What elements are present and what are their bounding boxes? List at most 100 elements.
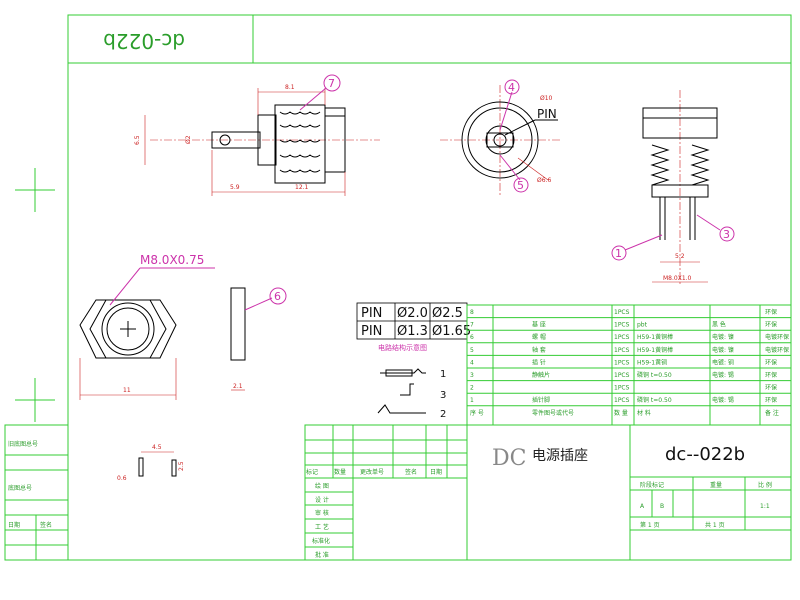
dim-6-5: 6.5 bbox=[134, 135, 141, 145]
role-drawing: 绘 图 bbox=[315, 482, 329, 490]
bom-cell-no: 5 bbox=[470, 347, 474, 354]
callout-6-number: 6 bbox=[274, 290, 281, 303]
bom-cell-finish: 电镀: 铜 bbox=[712, 358, 734, 366]
bom-cell-name: 插针脚 bbox=[532, 396, 550, 404]
pin-row1-col2: Ø2.0 bbox=[397, 306, 428, 321]
callout-5 bbox=[513, 177, 529, 193]
bom-cell-mat: H59-1黄铜棒 bbox=[637, 333, 673, 341]
bom-cell-finish: 电镀: 镍 bbox=[712, 333, 734, 341]
title-block: 标记 数量 更改单号 签名 日期 绘 图 设 计 审 核 工 艺 标准化 批 准… bbox=[304, 424, 792, 561]
callout-6 bbox=[269, 287, 287, 305]
bom-cell-note: 环保 bbox=[765, 371, 777, 379]
callout-4 bbox=[504, 79, 520, 95]
terminal-3: 3 bbox=[440, 390, 446, 401]
bom-cell-note: 环保 bbox=[765, 358, 777, 366]
bom-cell-qty: 1PCS bbox=[614, 397, 630, 404]
bom-cell-name: 轴 套 bbox=[532, 346, 546, 354]
rev-qty-label: 数量 bbox=[334, 468, 346, 476]
bom-cell-note: 环保 bbox=[765, 321, 777, 329]
dim-5-2: 5.2 bbox=[675, 253, 685, 260]
bom-cell-note: 环保 bbox=[765, 396, 777, 404]
circuit-schematic: 1 3 2 bbox=[377, 368, 446, 420]
bom-cell-finish: 电镀: 锡 bbox=[712, 396, 734, 404]
pin-label: PIN bbox=[537, 107, 557, 121]
rev-date-label: 日期 bbox=[430, 468, 442, 476]
callout-1-number: 1 bbox=[615, 247, 622, 260]
dim-2-1: 2.1 bbox=[233, 383, 243, 390]
rev-change-label: 更改单号 bbox=[360, 468, 384, 476]
bom-cell-name: 插 针 bbox=[532, 358, 546, 366]
dia-10-label: Ø10 bbox=[540, 95, 553, 102]
thread-label: M8.0X0.75 bbox=[140, 253, 204, 267]
dia-6-6-label: Ø6.6 bbox=[537, 177, 551, 184]
dim-2-5: 2.5 bbox=[178, 461, 185, 471]
bom-header-name: 零件图号或代号 bbox=[532, 409, 574, 417]
pin-row2-col1: PIN bbox=[361, 324, 382, 339]
bom-cell-finish: 电镀: 锡 bbox=[712, 371, 734, 379]
bom-cell-note: 电镀环保 bbox=[765, 346, 789, 354]
bom-cell-mat: 磷铜 t=0.50 bbox=[637, 396, 672, 404]
bom-cell-no: 8 bbox=[470, 309, 474, 316]
scale-value: 1:1 bbox=[760, 503, 770, 510]
washer-view: 2.1 bbox=[230, 287, 246, 391]
bom-cell-note: 环保 bbox=[765, 308, 777, 316]
callout-4-number: 4 bbox=[508, 81, 515, 94]
side-view: 8.1 6.5 Ø2 5.9 12.1 bbox=[134, 84, 380, 196]
bom-cell-no: 3 bbox=[470, 372, 474, 379]
pin-row2-col2: Ø1.3 bbox=[397, 324, 428, 339]
pin-row2-col3: Ø1.65 bbox=[432, 324, 471, 339]
callout-1 bbox=[611, 245, 627, 261]
sheet-total: 共 1 页 bbox=[705, 521, 725, 529]
bom-cell-mat: H59-1黄铜棒 bbox=[637, 346, 673, 354]
bom-cell-qty: 1PCS bbox=[614, 347, 630, 354]
role-process: 工 艺 bbox=[315, 523, 329, 531]
role-standard: 标准化 bbox=[312, 537, 330, 545]
bom-cell-mat: pbt bbox=[637, 322, 648, 329]
bom-cell-name: 基 座 bbox=[532, 321, 546, 329]
pin-detail: 4.5 2.5 0.6 bbox=[117, 444, 185, 482]
stage-b: B bbox=[660, 503, 664, 510]
bom-cell-finish: 黑 色 bbox=[712, 321, 726, 329]
rev-mark-label: 标记 bbox=[306, 468, 318, 476]
model-number: dc--022b bbox=[665, 444, 745, 465]
role-approve: 批 准 bbox=[315, 551, 329, 559]
old-drawing-no-label: 旧底图总号 bbox=[8, 440, 38, 448]
bom-cell-qty: 1PCS bbox=[614, 309, 630, 316]
bom-cell-no: 7 bbox=[470, 322, 474, 329]
pin-row1-col1: PIN bbox=[361, 306, 382, 321]
bom-cell-name: 螺 帽 bbox=[532, 333, 546, 341]
bom-cell-no: 1 bbox=[470, 397, 474, 404]
stage-mark-label: 阶段标记 bbox=[640, 481, 664, 489]
bom-header-note: 备 注 bbox=[765, 409, 779, 417]
bom-cell-note: 电镀环保 bbox=[765, 333, 789, 341]
bom-cell-no: 6 bbox=[470, 334, 474, 341]
base-drawing-no-label: 底图总号 bbox=[8, 484, 32, 492]
stage-a: A bbox=[640, 503, 645, 510]
callout-7-number: 7 bbox=[328, 77, 335, 90]
dim-m8-bottom: M8.0X1.0 bbox=[663, 275, 692, 282]
callout-7 bbox=[323, 74, 341, 92]
left-revision-block: 旧底图总号 底图总号 日期 签名 bbox=[4, 424, 69, 561]
dim-8-1: 8.1 bbox=[285, 84, 295, 91]
pin-row1-col3: Ø2.5 bbox=[432, 306, 463, 321]
callout-3-number: 3 bbox=[723, 228, 730, 241]
callout-5-number: 5 bbox=[517, 179, 524, 192]
registration-mark-1 bbox=[15, 168, 55, 212]
bom-cell-mat: H59-1黄铜 bbox=[637, 358, 667, 366]
date-label: 日期 bbox=[8, 521, 20, 529]
bom-header-qty: 数 量 bbox=[614, 409, 628, 417]
callout-3 bbox=[719, 226, 735, 242]
signature-label: 签名 bbox=[40, 521, 52, 529]
bom-cell-qty: 1PCS bbox=[614, 372, 630, 379]
product-name: 电源插座 bbox=[532, 448, 588, 464]
product-dc: DC bbox=[492, 446, 526, 471]
right-view: 5.2 M8.0X1.0 bbox=[642, 90, 718, 285]
role-review: 审 核 bbox=[315, 509, 329, 517]
hex-nut-view: 11 bbox=[79, 299, 177, 400]
registration-mark-2 bbox=[15, 378, 55, 422]
terminal-1: 1 bbox=[440, 369, 446, 380]
weight-label: 重量 bbox=[710, 481, 722, 489]
bom-header-no: 序 号 bbox=[470, 409, 484, 417]
